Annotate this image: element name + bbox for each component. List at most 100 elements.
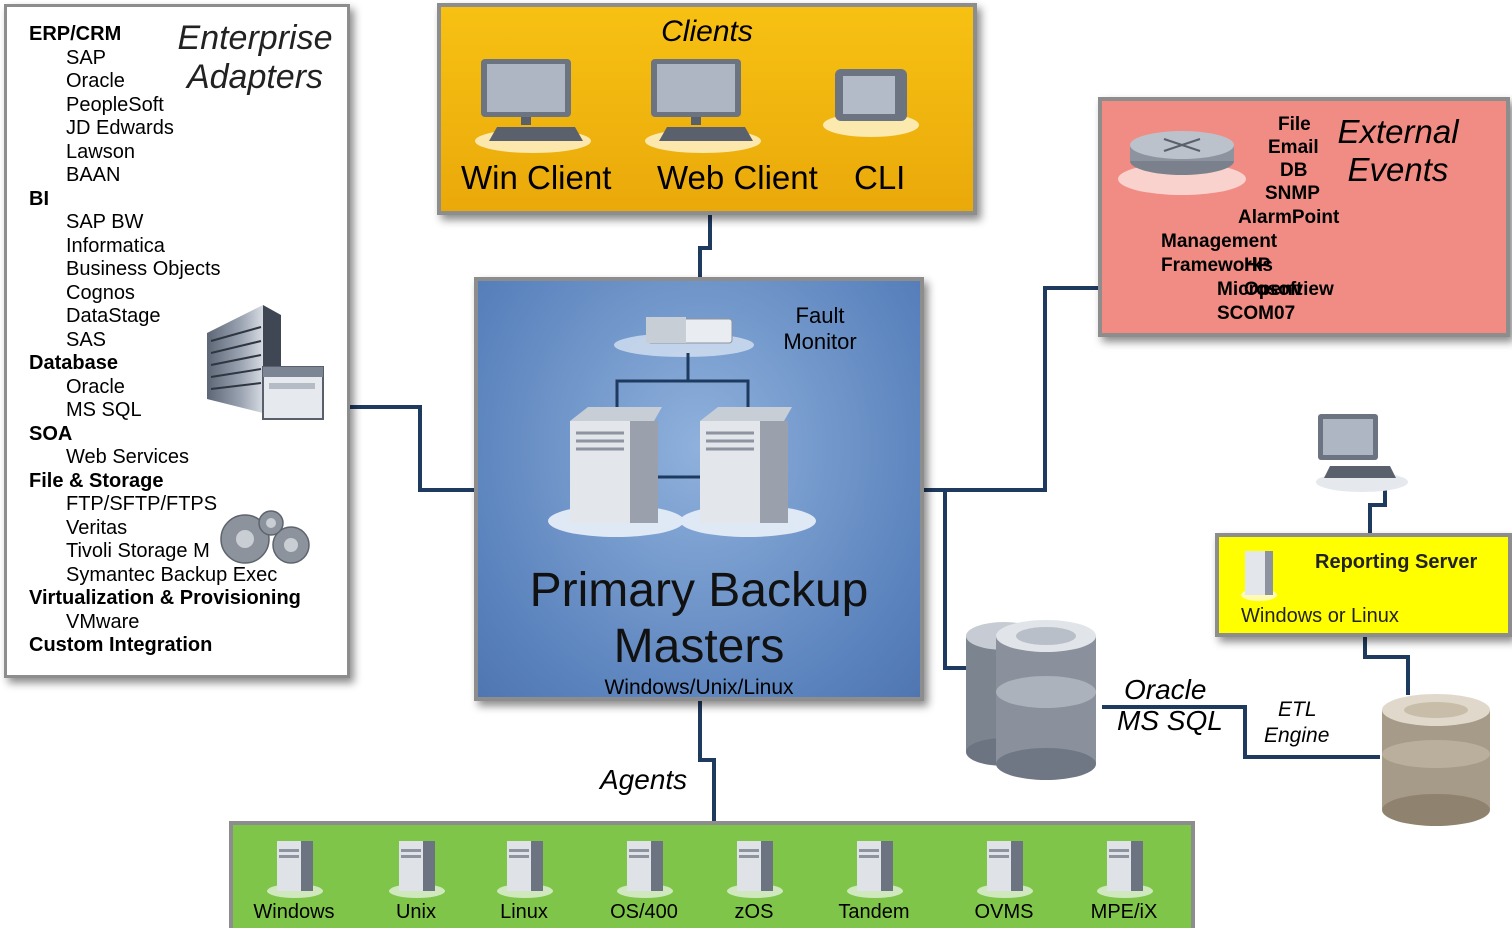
adapter-item: MS SQL: [66, 399, 142, 421]
server-icon: [1097, 841, 1153, 898]
link-adapters-masters: [350, 405, 480, 492]
adapter-item: Symantec Backup Exec: [66, 563, 278, 586]
agents-title: Agents: [600, 764, 688, 795]
adapters-title-line1: Enterprise: [177, 19, 333, 57]
agent-ovms: OVMS: [949, 825, 1059, 928]
etl-label-line2: Engine: [1264, 724, 1330, 747]
agent-label: MPE/iX: [1090, 901, 1158, 923]
link-masters-agents: [698, 699, 716, 823]
event-item: SNMP: [1265, 183, 1320, 204]
agents-panel: Windows Unix Linux OS/400 zOS Tandem OVM…: [229, 821, 1195, 928]
adapter-item: PeopleSoft: [66, 93, 164, 116]
server-icon: [847, 841, 903, 898]
agent-linux: Linux: [469, 825, 579, 928]
agent-label: Unix: [395, 901, 436, 923]
event-item: HP Openview: [1244, 255, 1334, 300]
agent-label: zOS: [734, 901, 774, 923]
masters-title-line2: Masters: [613, 620, 785, 673]
server-icon: [617, 841, 673, 898]
fault-monitor-line1: Fault: [795, 303, 845, 328]
win-client-computer-icon: [475, 59, 591, 153]
agent-os400: OS/400: [589, 825, 699, 928]
adapter-item: Lawson: [66, 140, 135, 163]
adapter-item: Oracle: [66, 375, 125, 398]
adapter-item: JD Edwards: [66, 117, 174, 139]
masters-os-label: Windows/Unix/Linux: [604, 676, 794, 699]
fault-monitor-label: Fault Monitor: [770, 303, 870, 355]
agent-label: Windows: [253, 901, 335, 923]
agent-unix: Unix: [361, 825, 471, 928]
link-clients-masters: [698, 213, 712, 281]
win-client-label: Win Client: [461, 159, 612, 196]
adapter-item: Informatica: [66, 234, 165, 257]
adapter-item: VMware: [66, 610, 140, 633]
reporting-pc-icon: [1316, 414, 1408, 492]
adapter-item: SAP: [66, 46, 107, 69]
adapter-item: BAAN: [66, 164, 121, 186]
event-item: AlarmPoint: [1238, 207, 1340, 228]
clients-panel: Clients Win Client Web Client CLI: [437, 3, 977, 215]
server-right-icon: [680, 407, 816, 537]
group-virtualization: Virtualization & Provisioning: [29, 587, 301, 609]
adapter-item: FTP/SFTP/FTPS: [66, 493, 218, 515]
adapter-item: Tivoli Storage M: [66, 540, 210, 562]
server-left-icon: [548, 407, 684, 537]
agent-windows: Windows: [239, 825, 349, 928]
event-item: Microsoft SCOM07: [1217, 279, 1303, 324]
masters-cluster-graphic: [548, 317, 816, 537]
enterprise-adapters-panel: Enterprise Adapters ERP/CRM SAP Oracle P…: [4, 4, 350, 678]
adapters-title: Enterprise Adapters: [170, 19, 340, 97]
group-soa: SOA: [29, 422, 73, 445]
link-reporting-db: [1363, 635, 1410, 695]
events-title: External Events: [1328, 113, 1468, 189]
adapters-title-line2: Adapters: [186, 58, 324, 96]
reporting-title: Reporting Server: [1315, 551, 1478, 573]
reporting-server-icon: [1241, 551, 1277, 601]
database-cluster-icon: [966, 620, 1096, 780]
web-client-label: Web Client: [657, 159, 818, 196]
server-icon: [727, 841, 783, 898]
cli-label: CLI: [854, 159, 906, 196]
cli-terminal-icon: [823, 69, 919, 137]
agent-label: OS/400: [610, 901, 678, 923]
group-file-storage: File & Storage: [29, 469, 164, 492]
adapter-item: SAS: [66, 328, 107, 351]
link-masters-db: [920, 488, 978, 670]
reporting-database-icon: [1382, 694, 1490, 826]
adapter-item: SAP BW: [66, 211, 144, 233]
group-erp: ERP/CRM: [29, 23, 122, 45]
adapter-item: Cognos: [66, 281, 135, 304]
clients-title: Clients: [661, 15, 753, 48]
server-icon: [977, 841, 1033, 898]
building-icon: [207, 305, 324, 420]
reporting-os: Windows or Linux: [1241, 605, 1399, 627]
fault-monitor-line2: Monitor: [783, 329, 857, 354]
external-events-panel: External Events File Email DB SNMP Alarm…: [1098, 97, 1510, 337]
web-client-computer-icon: [645, 59, 761, 153]
db-oracle-label: Oracle: [1124, 674, 1207, 705]
adapter-list: ERP/CRM SAP Oracle PeopleSoft JD Edwards…: [29, 23, 301, 658]
link-db-etl: [1102, 705, 1380, 759]
agent-label: Tandem: [838, 901, 910, 923]
gears-icon: [220, 510, 310, 564]
agent-mpeix: MPE/iX: [1069, 825, 1179, 928]
event-item: Email: [1268, 137, 1319, 158]
events-title-line2: Events: [1347, 151, 1449, 188]
events-title-line1: External: [1337, 113, 1459, 150]
adapter-item: DataStage: [66, 305, 161, 327]
group-database: Database: [29, 352, 118, 374]
adapter-item: Veritas: [66, 516, 128, 539]
server-icon: [497, 841, 553, 898]
group-bi: BI: [29, 187, 49, 210]
server-icon: [267, 841, 323, 898]
primary-backup-masters-panel: Fault Monitor Primary Backup Masters Win…: [474, 277, 924, 701]
adapter-item: Web Services: [66, 446, 190, 468]
masters-title-line1: Primary Backup: [529, 564, 869, 617]
group-custom: Custom Integration: [29, 634, 213, 656]
event-item: Management Frameworks: [1161, 231, 1278, 276]
etl-label-line1: ETL: [1278, 698, 1317, 721]
server-icon: [389, 841, 445, 898]
db-mssql-label: MS SQL: [1117, 705, 1223, 736]
agent-tandem: Tandem: [819, 825, 929, 928]
